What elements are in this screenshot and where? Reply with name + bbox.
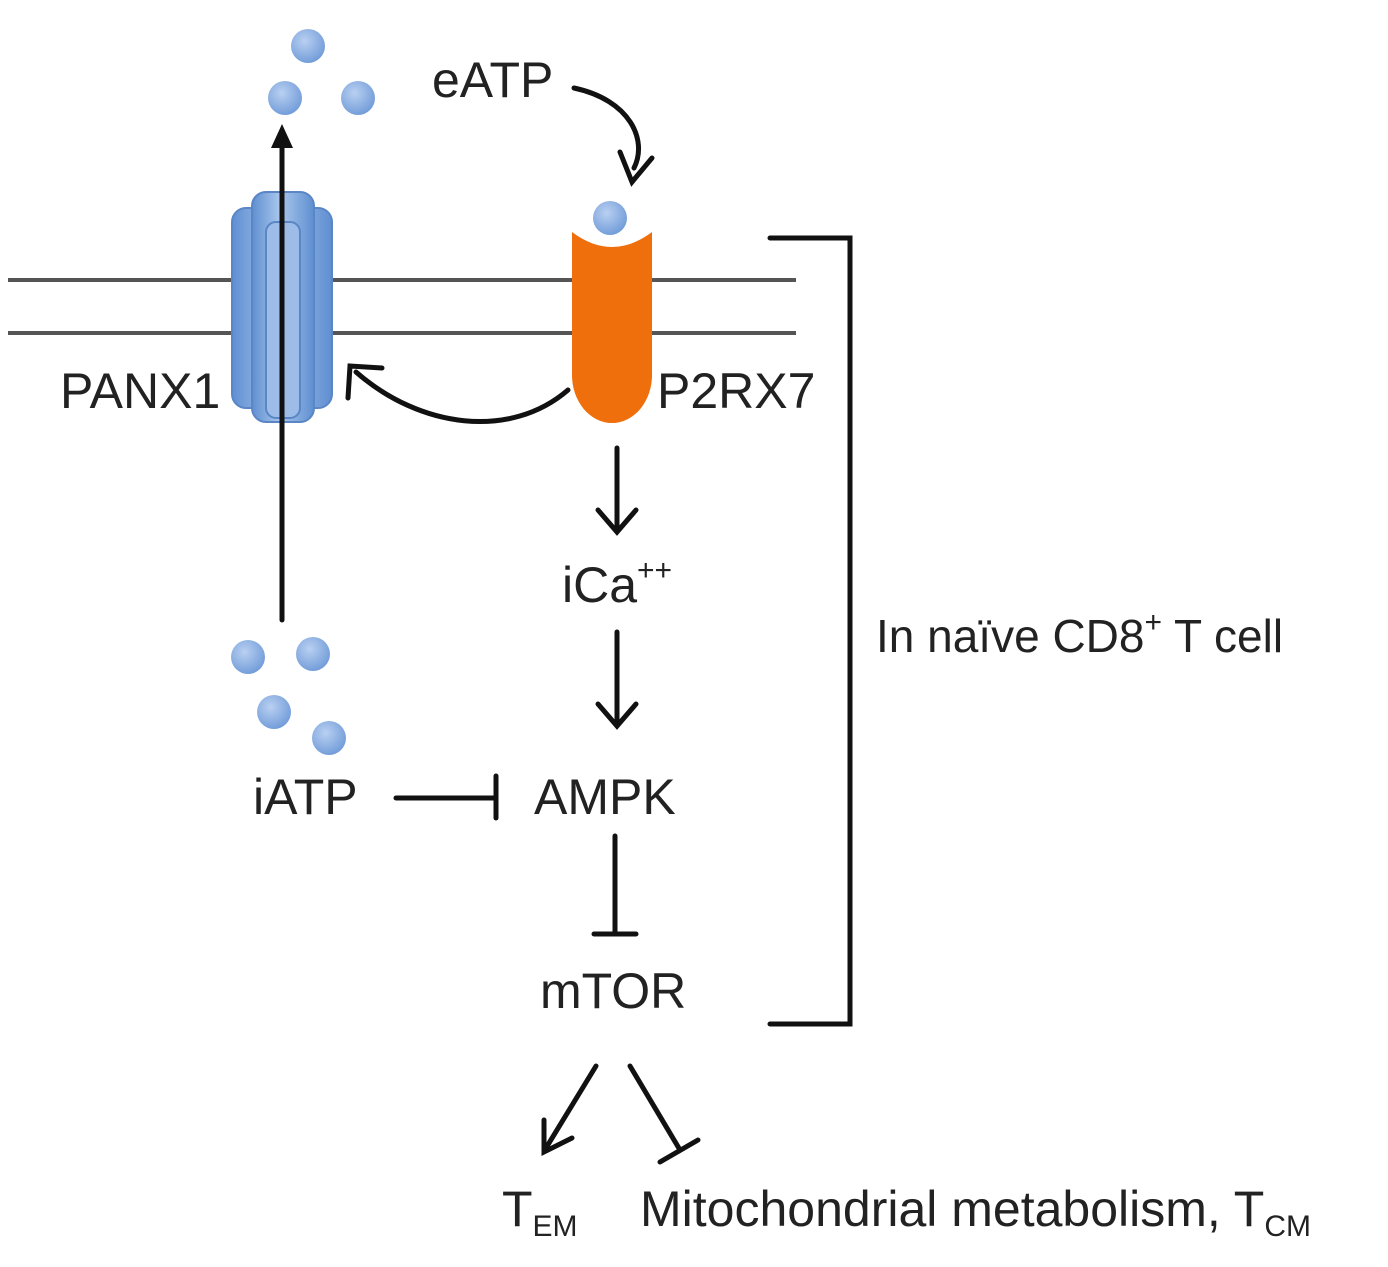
mtor-label: mTOR	[540, 963, 686, 1019]
tem-label: TEM	[502, 1181, 578, 1243]
cell-membrane	[8, 278, 796, 335]
intracellular-atp-molecules	[231, 637, 346, 755]
extracellular-atp-molecules	[268, 29, 627, 235]
eatp-label: eATP	[432, 52, 553, 108]
mtor-to-tem-arrow	[541, 1063, 599, 1157]
p2rx7-to-ica-arrow	[595, 445, 639, 536]
context-label: In naïve CD8+ T cell	[876, 606, 1283, 662]
p2rx7-label: P2RX7	[657, 363, 815, 419]
iatp-label: iATP	[253, 769, 358, 825]
p2rx7-to-panx1-arrow	[345, 363, 571, 425]
naive-cell-bracket	[767, 235, 853, 1027]
panx1-label: PANX1	[60, 363, 220, 419]
ampk-inhibits-mtor	[591, 833, 639, 937]
ica-to-ampk-arrow	[595, 629, 639, 730]
mito-label: Mitochondrial metabolism, TCM	[640, 1181, 1311, 1243]
atp-release-arrow	[271, 124, 293, 623]
mtor-inhibits-mito	[627, 1063, 701, 1165]
iatp-inhibits-ampk	[393, 773, 499, 821]
p2rx7-receptor	[572, 232, 652, 423]
eatp-to-p2rx7-arrow	[571, 85, 655, 187]
ica-label: iCa++	[562, 554, 672, 613]
ampk-label: AMPK	[534, 769, 676, 825]
